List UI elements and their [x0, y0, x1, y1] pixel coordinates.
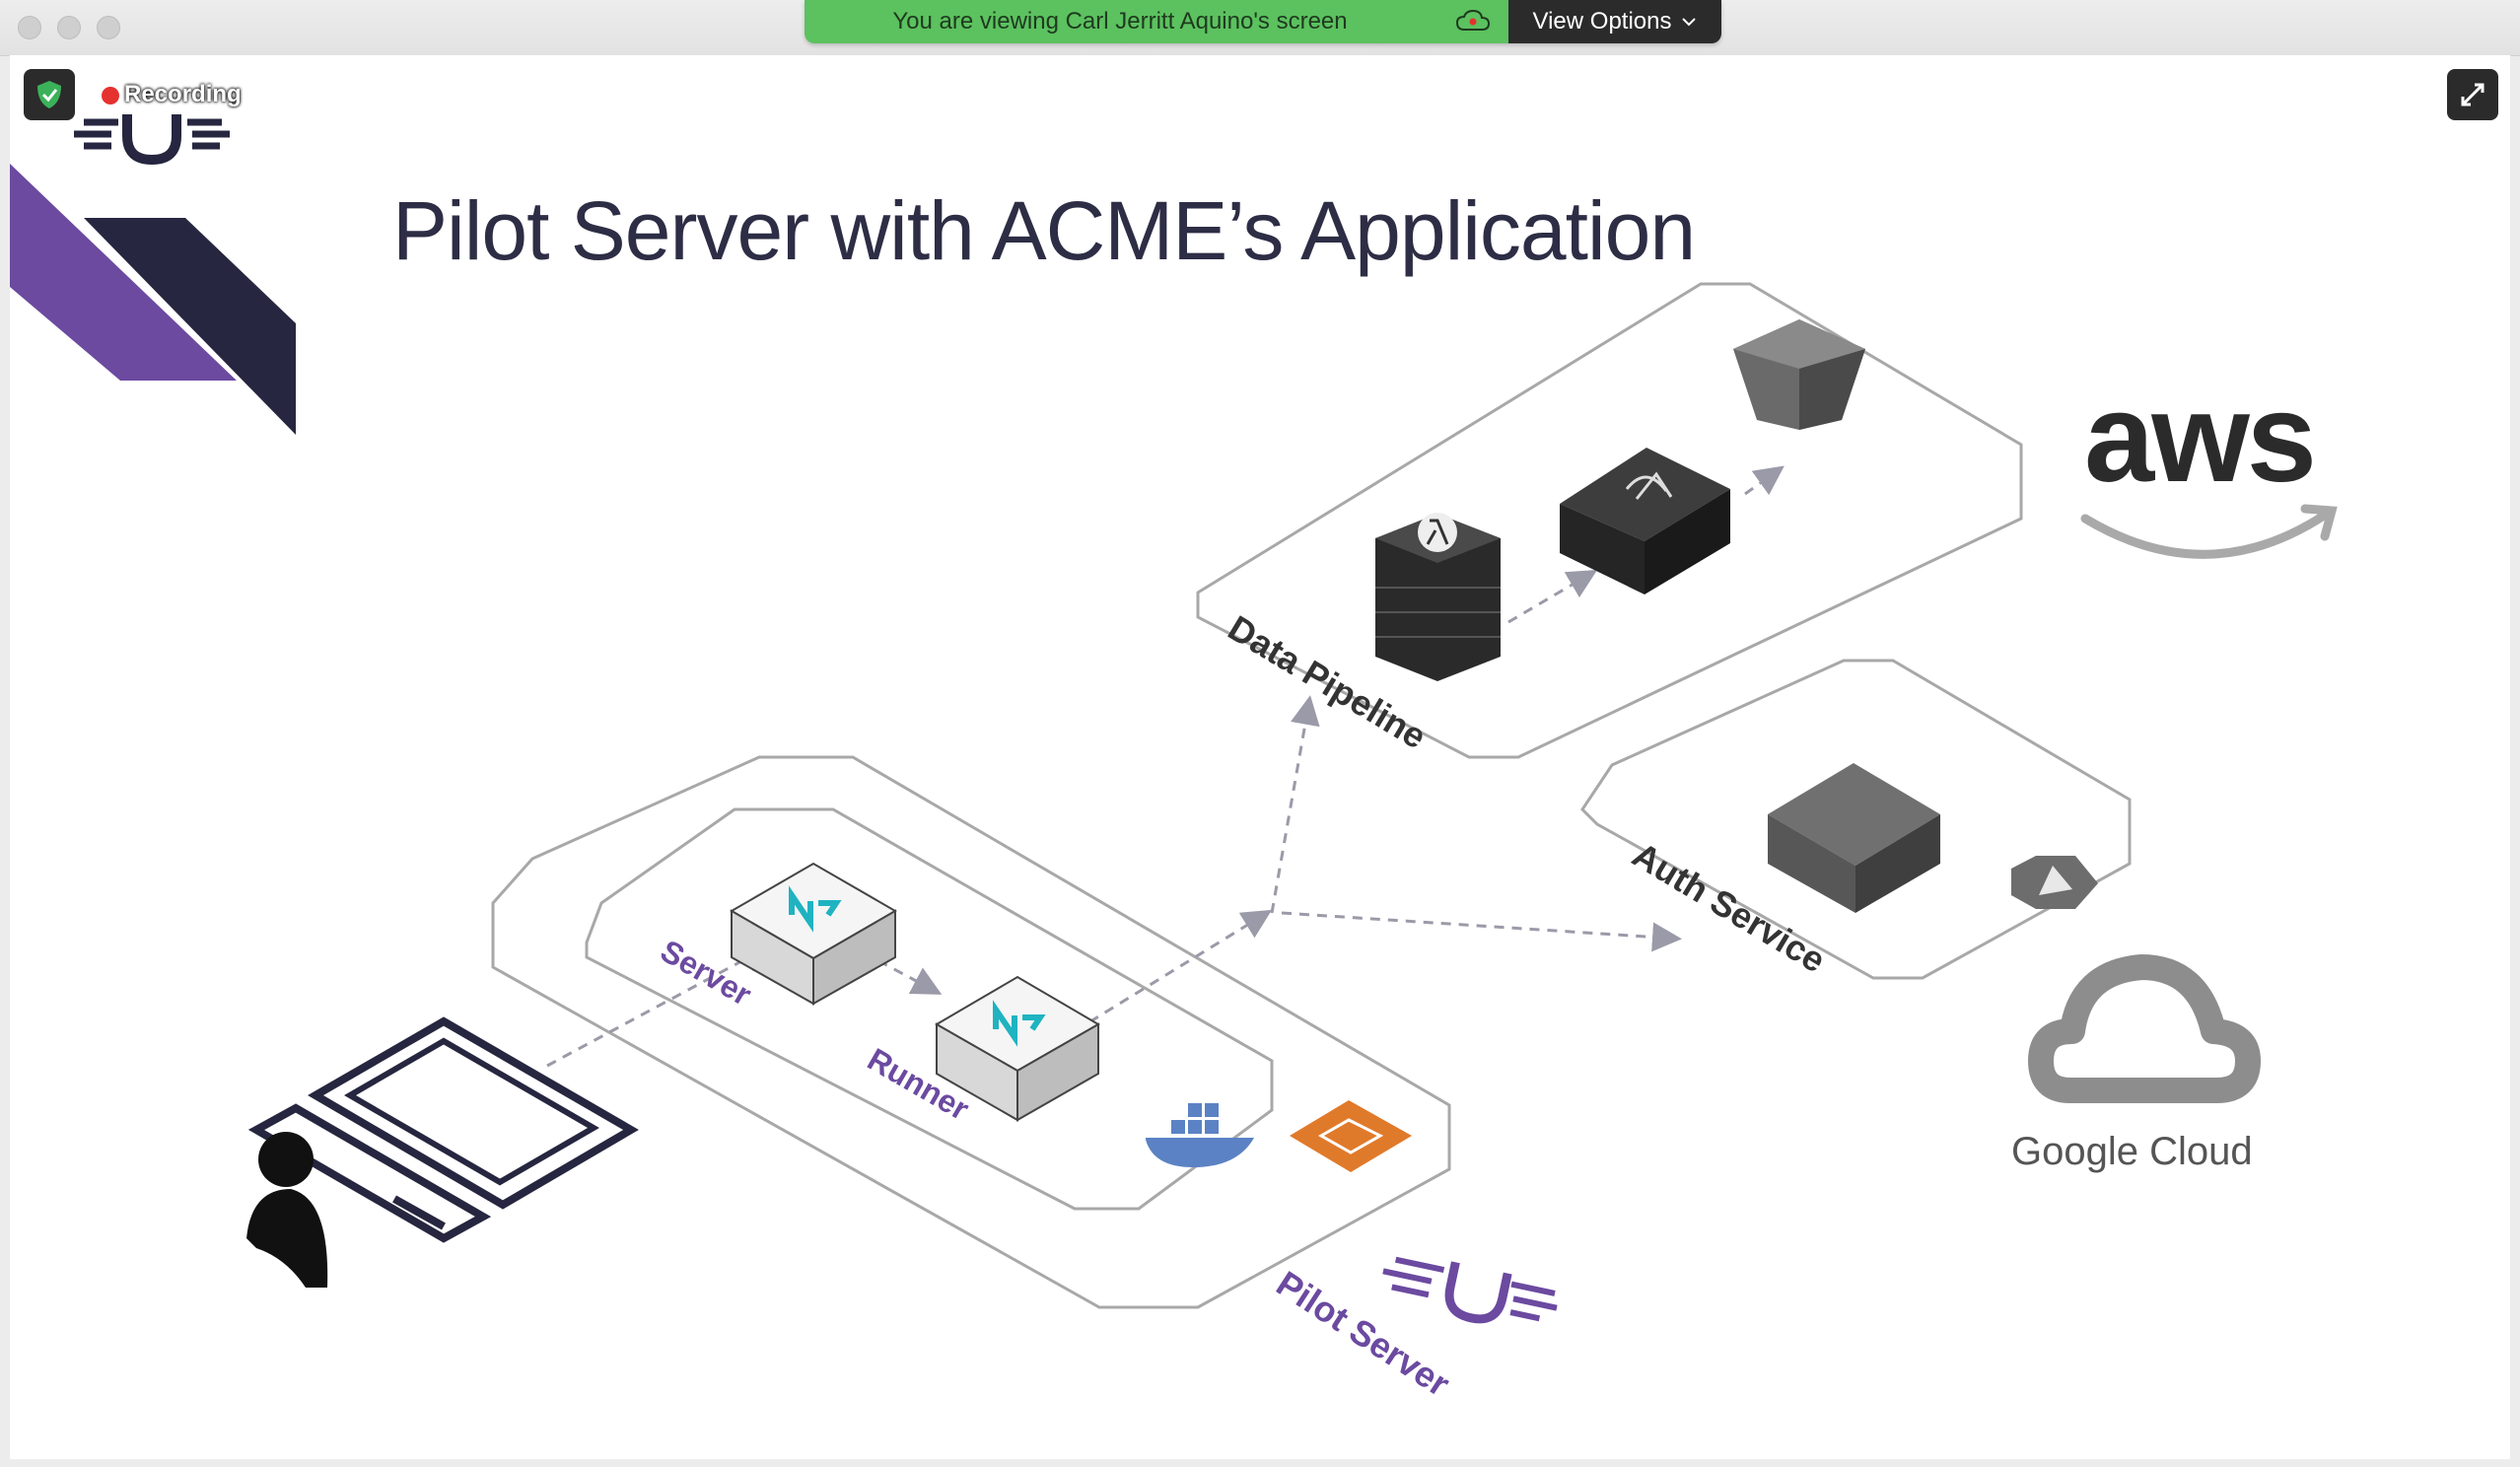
minimize-window-button[interactable] — [57, 16, 81, 39]
viewing-indicator: You are viewing Carl Jerritt Aquino's sc… — [805, 0, 1508, 43]
data-flow-arrows — [546, 465, 1785, 1068]
security-shield-button[interactable] — [24, 69, 75, 120]
fullscreen-button[interactable] — [2447, 69, 2498, 120]
runner-node-cube-icon — [935, 975, 1100, 1122]
pilot-server-logo-icon — [1382, 1256, 1558, 1324]
lambda-database-icon — [1375, 513, 1501, 681]
close-window-button[interactable] — [18, 16, 41, 39]
pilot-logo-icon — [74, 114, 230, 166]
recording-label: Recording — [124, 81, 242, 107]
architecture-diagram — [10, 114, 2338, 1324]
view-options-button[interactable]: View Options — [1508, 0, 1721, 43]
server-runner-zone — [585, 807, 1274, 1211]
google-cloud-icon — [2028, 954, 2261, 1103]
data-pipeline-zone — [1196, 282, 2023, 759]
chevron-down-icon — [1682, 18, 1697, 27]
s3-bucket-icon — [1733, 319, 1865, 430]
ec2-instance-badge-icon — [1290, 1100, 1412, 1172]
kinesis-stream-icon — [1560, 448, 1730, 594]
brand-stripes-decoration — [10, 164, 296, 435]
google-cloud-label: Google Cloud — [2011, 1130, 2253, 1173]
pilot-server-zone — [491, 755, 1451, 1309]
zoom-window-button[interactable] — [97, 16, 120, 39]
recording-dot-icon — [102, 87, 119, 105]
view-options-label: View Options — [1532, 8, 1672, 35]
auth-server-cube-icon — [1768, 763, 1940, 913]
aws-logo-text: aws — [2084, 368, 2317, 509]
screen-share-banner: You are viewing Carl Jerritt Aquino's sc… — [805, 0, 1721, 43]
shield-check-icon — [37, 81, 61, 108]
docker-whale-icon — [1146, 1103, 1254, 1167]
shared-screen: Recording Pilot Server with ACME’s Appli… — [10, 55, 2510, 1459]
expand-icon — [2461, 83, 2485, 106]
viewing-text: You are viewing Carl Jerritt Aquino's sc… — [892, 8, 1348, 35]
server-node-cube-icon — [730, 862, 897, 1006]
auth-service-zone — [1580, 659, 2132, 980]
user-workstation-icon — [246, 1016, 639, 1288]
auth-provider-badge-icon — [2011, 856, 2098, 909]
slide-title: Pilot Server with ACME’s Application — [392, 184, 1696, 277]
cloud-record-icon — [1455, 9, 1491, 31]
aws-smile-icon — [2080, 504, 2338, 559]
